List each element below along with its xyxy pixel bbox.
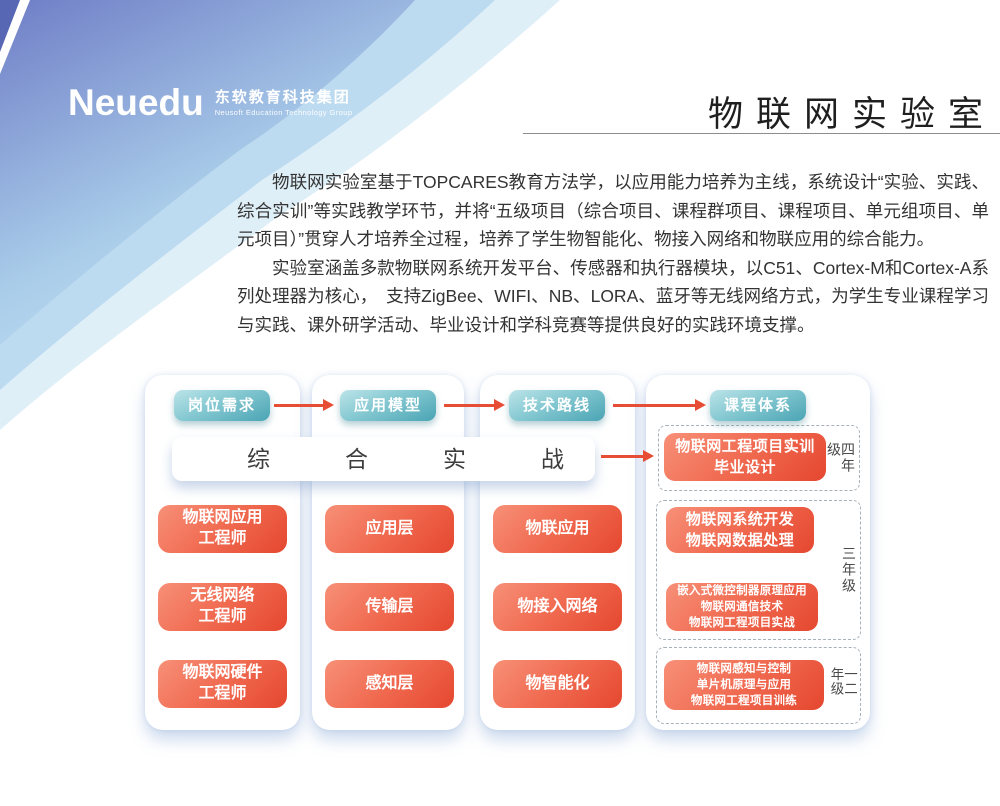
box-line: 嵌入式微控制器原理应用	[677, 584, 807, 597]
box-line: 物联网硬件	[182, 664, 263, 682]
box-line: 物联网工程项目训练	[690, 695, 798, 708]
grade4-section: 物联网工程项目实训 毕业设计 四年级	[658, 425, 860, 491]
course-box-grade3-lower: 嵌入式微控制器原理应用 物联网通信技术 物联网工程项目实战	[666, 583, 818, 631]
job-box-iot-application-engineer: 物联网应用 工程师	[158, 505, 287, 553]
box-line: 无线网络	[190, 587, 255, 605]
job-box-wireless-network-engineer: 无线网络 工程师	[158, 583, 287, 631]
company-name-cn: 东软教育科技集团	[214, 88, 351, 106]
course-box-grade3-upper: 物联网系统开发 物联网数据处理	[666, 507, 814, 553]
route-box-iot-application: 物联应用	[493, 505, 622, 553]
grade12-label: 一二年级	[828, 666, 858, 696]
box-line: 传输层	[365, 597, 414, 615]
column-card-jobs: 物联网应用 工程师 无线网络 工程师 物联网硬件 工程师	[145, 375, 300, 730]
model-box-perception-layer: 感知层	[325, 660, 454, 708]
box-line: 物联网工程项目实战	[688, 617, 796, 630]
box-line: 物联网工程项目实训	[675, 438, 815, 455]
intro-paragraph-2: 实验室涵盖多款物联网系统开发平台、传感器和执行器模块，以C51、Cortex-M…	[237, 257, 989, 335]
box-line: 感知层	[365, 674, 414, 692]
box-line: 物智能化	[525, 674, 590, 692]
arrow-jobs-to-model	[274, 399, 334, 411]
company-name-en: Neusoft Education Technology Group	[214, 108, 353, 118]
header-application-model: 应用模型	[340, 390, 436, 421]
corner-triangle	[0, 0, 20, 52]
brand-wordmark: Neuedu	[68, 82, 204, 123]
box-line: 物联应用	[525, 519, 590, 537]
course-box-grade12: 物联网感知与控制 单片机原理与应用 物联网工程项目训练	[664, 660, 824, 710]
grade3-label: 三年级	[841, 546, 857, 594]
arrow-banner-to-grade4	[601, 450, 654, 462]
box-line: 毕业设计	[713, 459, 776, 476]
header-technical-route: 技术路线	[509, 390, 605, 421]
header-job-requirements: 岗位需求	[174, 390, 270, 421]
blue-blob-main	[0, 0, 415, 345]
grade12-section: 物联网感知与控制 单片机原理与应用 物联网工程项目训练 一二年级	[656, 647, 861, 724]
route-box-access-network: 物接入网络	[493, 583, 622, 631]
model-box-transport-layer: 传输层	[325, 583, 454, 631]
comprehensive-practice-banner: 综合实战	[172, 437, 595, 481]
box-line: 物联网系统开发	[685, 511, 795, 528]
route-box-intelligence: 物智能化	[493, 660, 622, 708]
box-line: 应用层	[365, 519, 414, 537]
job-box-iot-hardware-engineer: 物联网硬件 工程师	[158, 660, 287, 708]
box-line: 工程师	[198, 530, 247, 547]
box-line: 物接入网络	[517, 597, 598, 615]
model-box-application-layer: 应用层	[325, 505, 454, 553]
column-card-model: 应用层 传输层 感知层	[312, 375, 464, 730]
brand-logo: Neuedu 东软教育科技集团 Neusoft Education Techno…	[68, 84, 352, 121]
box-line: 物联网通信技术	[700, 600, 784, 613]
course-box-grade4: 物联网工程项目实训 毕业设计	[664, 433, 826, 481]
page-title: 物联网实验室	[707, 95, 996, 134]
column-card-curriculum: 物联网工程项目实训 毕业设计 四年级 物联网系统开发 物联网数据处理 嵌入式微控…	[646, 375, 870, 730]
intro-paragraph-1: 物联网实验室基于TOPCARES教育方法学，以应用能力培养为主线，系统设计“实验…	[237, 172, 989, 249]
box-line: 物联网感知与控制	[696, 662, 792, 675]
grade4-label: 四年级	[826, 442, 856, 474]
box-line: 物联网数据处理	[685, 532, 795, 549]
box-line: 单片机原理与应用	[696, 678, 792, 691]
box-line: 物联网应用	[182, 509, 263, 527]
box-line: 工程师	[198, 685, 247, 702]
column-card-route: 物联应用 物接入网络 物智能化	[480, 375, 635, 730]
header-curriculum-system: 课程体系	[710, 390, 806, 421]
arrow-route-to-curriculum	[613, 399, 706, 411]
box-line: 工程师	[198, 608, 247, 625]
arrow-model-to-route	[444, 399, 505, 411]
title-underline	[523, 133, 1000, 134]
intro-text: 物联网实验室基于TOPCARES教育方法学，以应用能力培养为主线，系统设计“实验…	[237, 168, 989, 339]
grade3-section: 物联网系统开发 物联网数据处理 嵌入式微控制器原理应用 物联网通信技术 物联网工…	[656, 500, 861, 640]
brand-company: 东软教育科技集团 Neusoft Education Technology Gr…	[214, 88, 353, 118]
